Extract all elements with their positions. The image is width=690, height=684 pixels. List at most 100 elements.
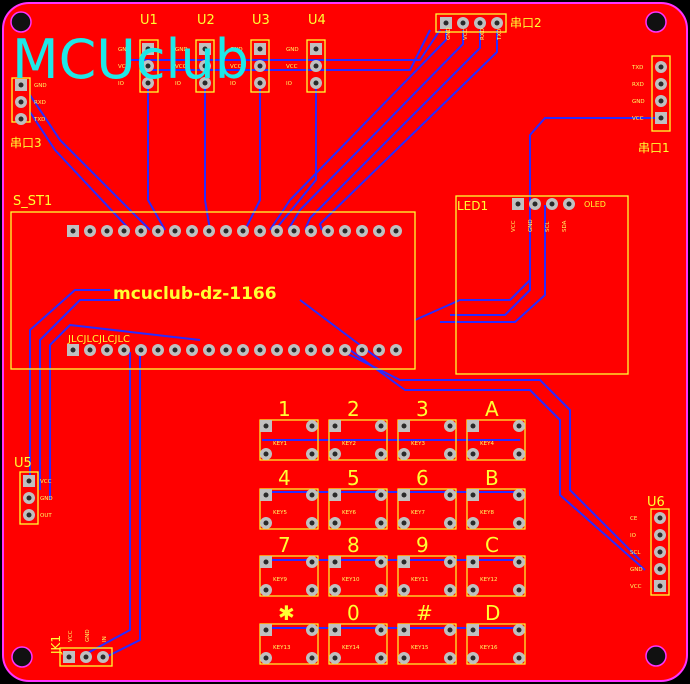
- mounting-hole-br: [645, 645, 667, 667]
- u-pin-label: VCC: [175, 64, 187, 70]
- u5-pin-label: GND: [40, 496, 53, 502]
- mounting-hole-tr: [645, 11, 667, 33]
- u-pin-label: IO: [118, 81, 125, 87]
- key-legend: 6: [416, 466, 429, 490]
- key-legend: 5: [347, 466, 360, 490]
- key-name: KEY9: [273, 577, 287, 583]
- key-outline: [328, 623, 388, 665]
- oled-outline: [455, 195, 629, 375]
- key-outline: [397, 419, 457, 461]
- key-name: KEY14: [342, 645, 360, 651]
- jk1-pin-label: VCC: [68, 630, 74, 642]
- u6-label: U6: [647, 495, 665, 510]
- u-pin-label: IO: [175, 81, 182, 87]
- key-legend: 1: [278, 397, 291, 421]
- led-label: LED1: [457, 199, 488, 213]
- key-legend: 4: [278, 466, 291, 490]
- uart2-pin-label: TXD: [497, 29, 503, 41]
- uart1-pin-label: VCC: [632, 116, 644, 122]
- mounting-hole-bl: [11, 646, 33, 668]
- u-pin-label: GND: [118, 47, 131, 53]
- key-outline: [397, 488, 457, 530]
- u-sensor-label: U1: [140, 13, 158, 28]
- u-sensor-label: U4: [308, 13, 326, 28]
- key-name: KEY13: [273, 645, 291, 651]
- key-legend: 0: [347, 601, 360, 625]
- key-name: KEY16: [480, 645, 498, 651]
- key-legend: A: [485, 397, 499, 421]
- jk1-label: JK1: [49, 635, 63, 655]
- u-sensor-label: U3: [252, 13, 270, 28]
- u-pin-label: GND: [286, 47, 299, 53]
- key-name: KEY3: [411, 441, 425, 447]
- u5-pin-label: OUT: [40, 513, 52, 519]
- u-pin-label: GND: [230, 47, 243, 53]
- key-outline: [328, 488, 388, 530]
- u6-pin-label: CE: [630, 516, 638, 522]
- uart3-pin-label: TXD: [33, 117, 45, 123]
- mounting-hole-tl: [10, 11, 32, 33]
- key-outline: [328, 419, 388, 461]
- u-pin-label: VCC: [118, 64, 130, 70]
- oled-pin-label: VCC: [511, 220, 517, 232]
- key-name: KEY11: [411, 577, 428, 583]
- key-name: KEY1: [273, 441, 287, 447]
- key-legend: 2: [347, 397, 360, 421]
- u6-pin-label: IO: [630, 533, 637, 539]
- jlc-mark: JLCJLCJLCJLC: [67, 334, 130, 345]
- u-pin-label: IO: [286, 81, 293, 87]
- uart2-pin-label: RXD: [480, 28, 486, 40]
- oled-pin-label: SCL: [545, 221, 551, 232]
- module-outline: [10, 211, 416, 370]
- u-pin-label: IO: [230, 81, 237, 87]
- board-name: mcuclub-dz-1166: [113, 284, 277, 304]
- key-legend: D: [485, 601, 500, 625]
- uart1-pin-label: GND: [632, 99, 645, 105]
- key-legend: 3: [416, 397, 429, 421]
- key-name: KEY8: [480, 510, 494, 516]
- key-legend: ✱: [278, 601, 295, 625]
- key-legend: 9: [416, 533, 429, 557]
- key-outline: [466, 488, 526, 530]
- key-outline: [259, 555, 319, 597]
- uart1-label: 串口1: [638, 141, 670, 155]
- module-label: S_ST1: [13, 194, 52, 209]
- key-legend: B: [485, 466, 499, 490]
- key-name: KEY10: [342, 577, 360, 583]
- key-name: KEY4: [480, 441, 494, 447]
- key-legend: 7: [278, 533, 291, 557]
- u-pin-label: VCC: [230, 64, 242, 70]
- jk1-pin-label: IN: [102, 636, 108, 642]
- key-name: KEY6: [342, 510, 356, 516]
- key-outline: [466, 555, 526, 597]
- key-name: KEY15: [411, 645, 429, 651]
- uart3-pin-label: RXD: [34, 100, 46, 106]
- led-sub: OLED: [584, 200, 606, 209]
- u-pin-label: VCC: [286, 64, 298, 70]
- u6-pin-label: GND: [630, 567, 643, 573]
- uart2-pin-label: GND: [446, 27, 452, 40]
- key-outline: [259, 488, 319, 530]
- silkscreen: [10, 13, 671, 667]
- u6-pin-label: SCL: [630, 550, 641, 556]
- key-outline: [259, 419, 319, 461]
- uart1-pin-label: TXD: [631, 65, 643, 71]
- uart1-pin-label: RXD: [632, 82, 644, 88]
- u6-pin-label: VCC: [630, 584, 642, 590]
- uart3-label: 串口3: [10, 136, 42, 150]
- key-name: KEY5: [273, 510, 287, 516]
- key-name: KEY12: [480, 577, 497, 583]
- key-outline: [328, 555, 388, 597]
- u-sensor-label: U2: [197, 13, 215, 28]
- uart2-pin-label: VCC: [463, 28, 469, 40]
- uart3-pin-label: GND: [34, 83, 47, 89]
- key-outline: [259, 623, 319, 665]
- jk1-pin-label: GND: [85, 629, 91, 642]
- key-legend: 8: [347, 533, 360, 557]
- u5-label: U5: [14, 456, 32, 471]
- u5-pin-label: VCC: [40, 479, 52, 485]
